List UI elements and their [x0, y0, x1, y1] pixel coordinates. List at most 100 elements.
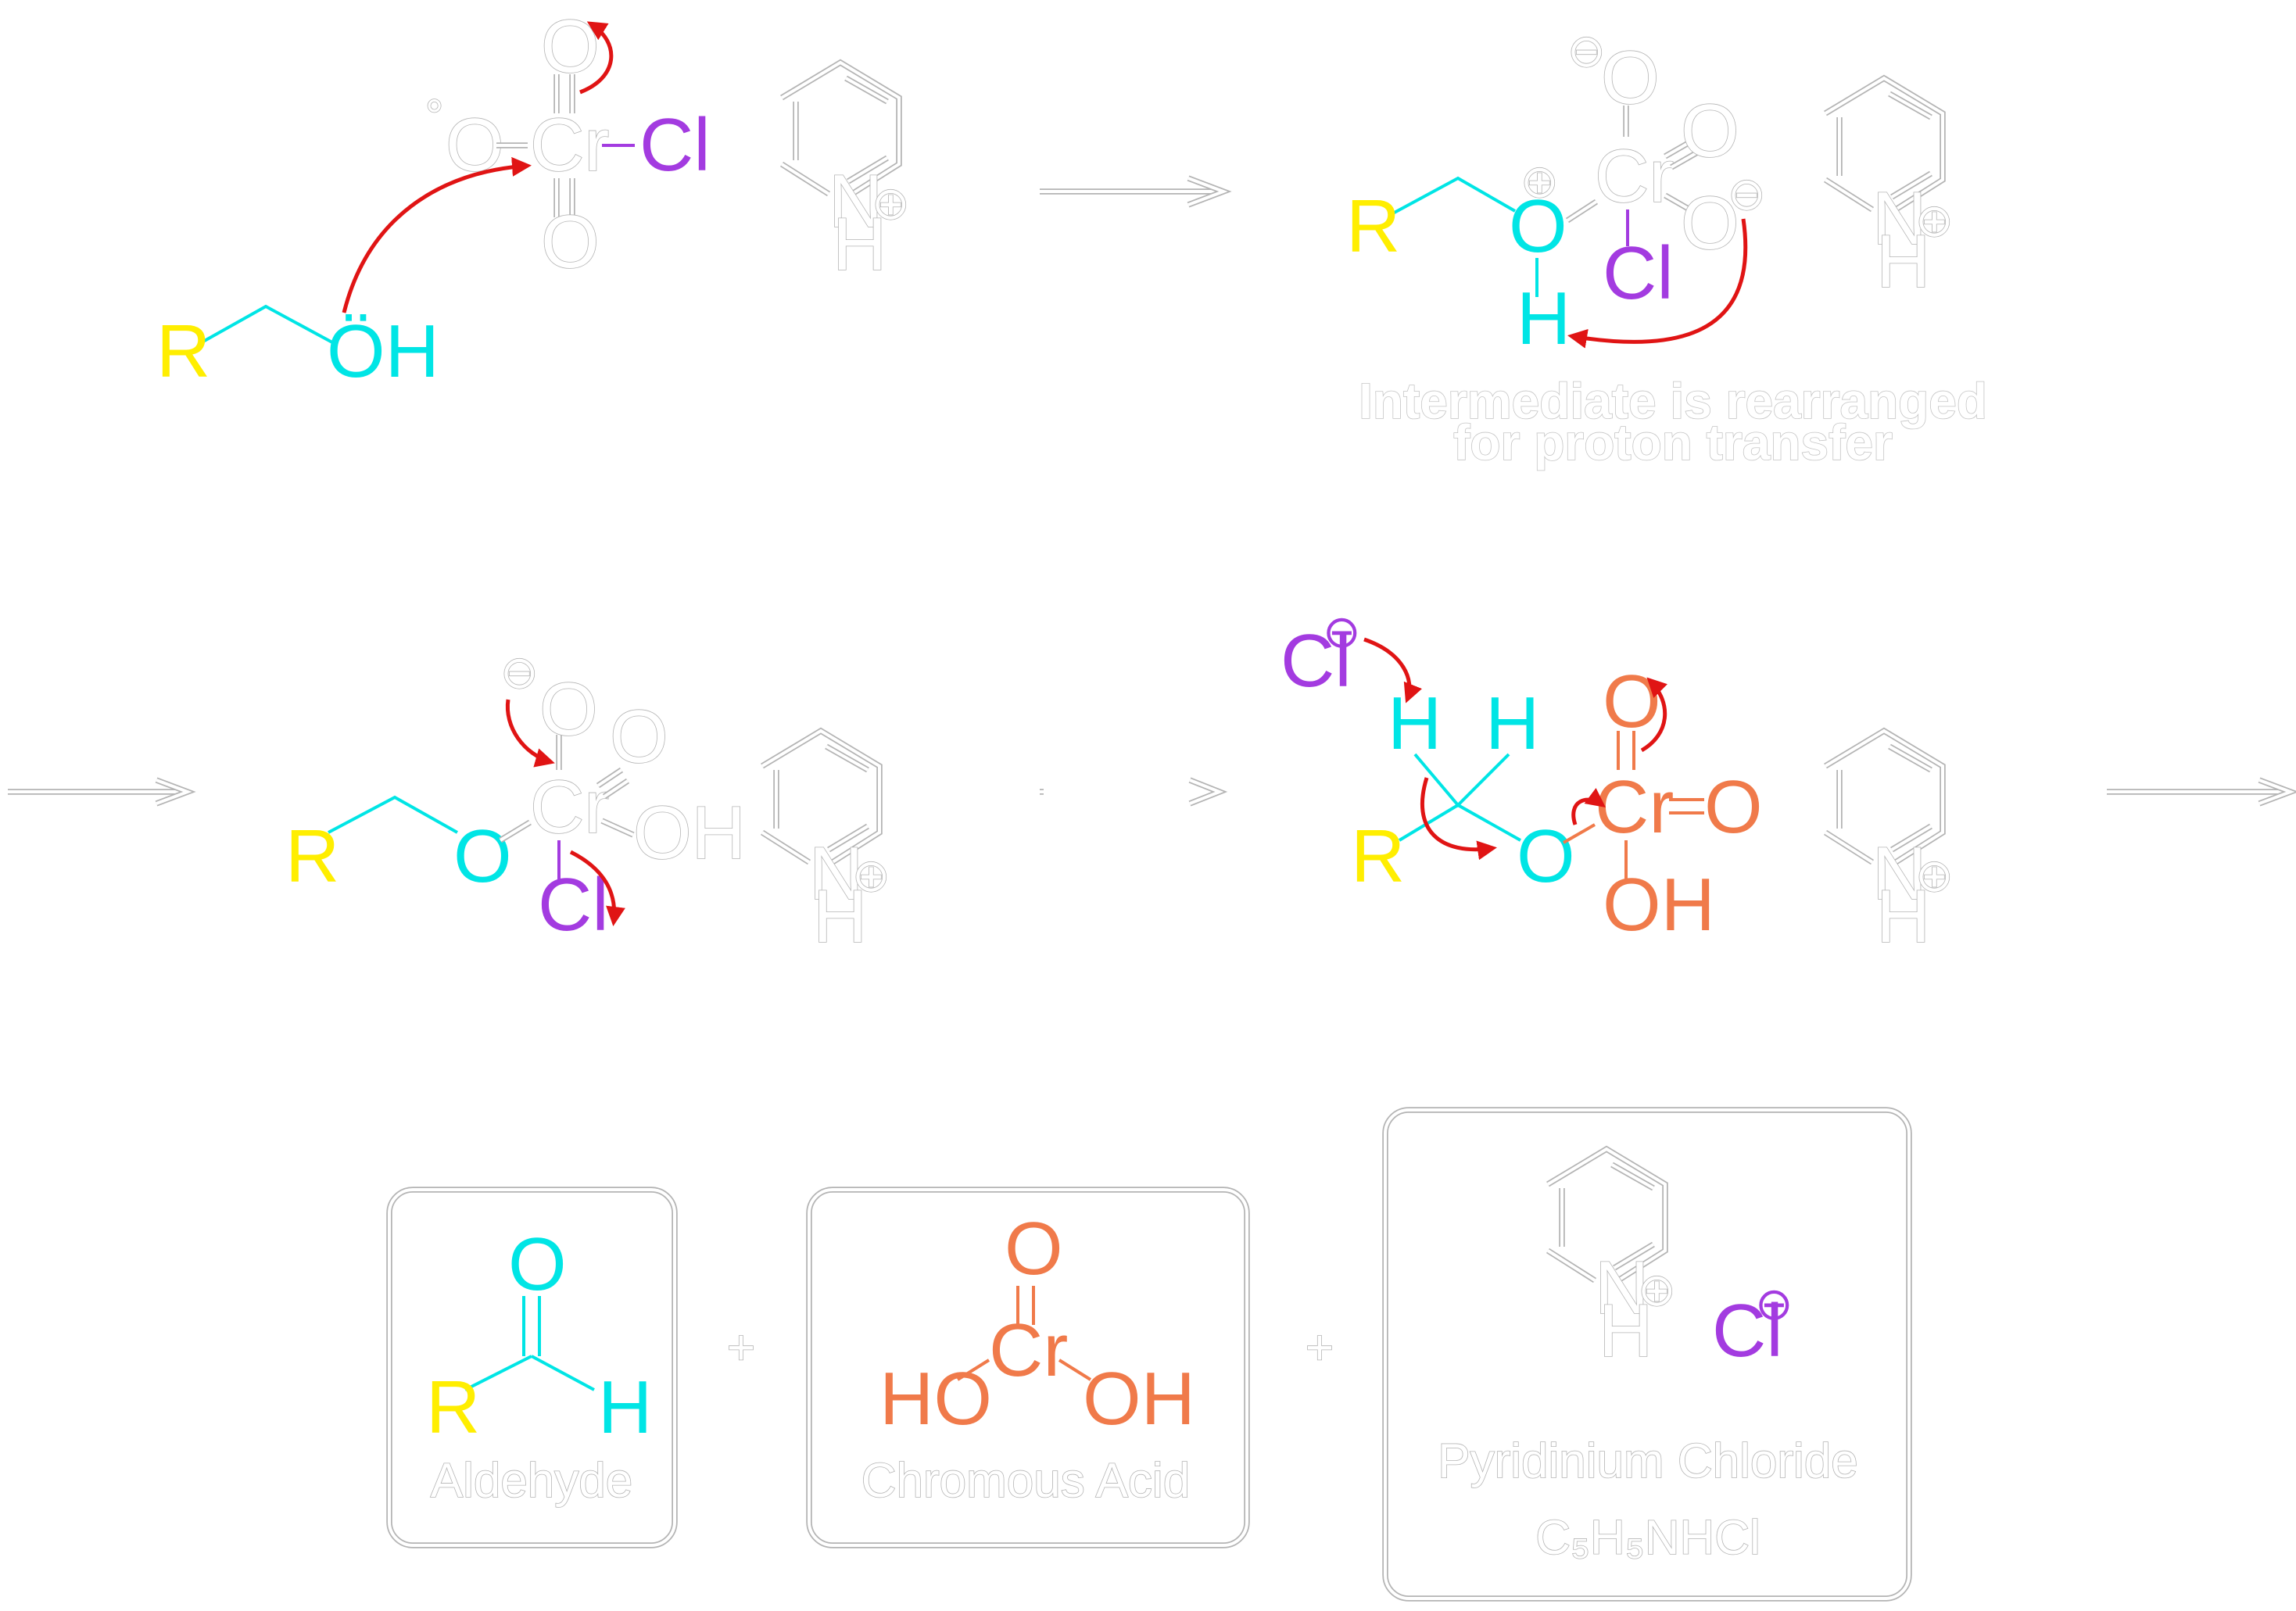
aldehyde-oxygen: O: [508, 1223, 567, 1306]
arrow-to-oxygen: [579, 21, 614, 95]
product-pyridinium-chloride: N ⊕ H Cl ⊖ Pyridinium Chloride C₅H₅NHCl: [1382, 1107, 1912, 1602]
step4-elimination: Cl ⊖ H H R O Cr O O OH N ⊕ H: [1281, 607, 1954, 959]
oxygen-top-3: O: [539, 668, 598, 751]
pyridinium-chloride-formula: C₅H₅NHCl: [1535, 1511, 1761, 1565]
alpha-h-1: H: [1388, 682, 1442, 765]
pyridinium-h-3: H: [813, 875, 867, 958]
product-h: H: [1599, 1289, 1653, 1373]
arrow-4: [2107, 777, 2296, 807]
arrow-attack-cr: [342, 156, 532, 313]
oxonium-h: H: [1517, 277, 1571, 360]
pyridinium-h-4: H: [1876, 875, 1930, 958]
chlorine-2: Cl: [1603, 231, 1674, 315]
caption-line-1: Intermediate is rearranged: [1359, 373, 1987, 429]
chlorine-3: Cl: [538, 863, 609, 947]
arrow-3: [1040, 777, 1228, 807]
cr-o-bonds-2: [1624, 106, 1700, 213]
chromium-3: Cr: [530, 765, 609, 849]
pyridinium-charge-4: ⊕: [1915, 850, 1954, 901]
acid-ho: HO: [879, 1357, 992, 1441]
step1-reactants: R ÖH ° O Cr Cl O O N ⊕ H: [156, 4, 910, 393]
radical-dot: °: [425, 91, 443, 141]
oxygen-left: O: [446, 103, 504, 187]
product-chloride-charge: ⊖: [1755, 1279, 1793, 1330]
aldehyde-label: Aldehyde: [431, 1454, 633, 1508]
oxygen-top-2: O: [1601, 36, 1660, 120]
aldehyde-h: H: [598, 1366, 652, 1449]
chloride-ion: Cl: [1281, 619, 1352, 703]
oxygen-lower-2: O: [1681, 181, 1739, 265]
pyridinium-n-1: N: [829, 159, 883, 243]
o-cr-bond-2: [1566, 200, 1598, 222]
hydroxyl-3: OH: [633, 791, 746, 875]
acid-chromium: Cr: [989, 1308, 1068, 1392]
oxygen-lower-charge: ⊖: [1728, 169, 1766, 220]
oxygen-top: O: [541, 5, 600, 88]
step3-chromate-ester: R O Cr Cl O ⊖ O OH N ⊕ H: [285, 646, 890, 959]
pyridinium-n-2: N: [1872, 177, 1926, 260]
chloride-charge: ⊖: [1323, 607, 1361, 657]
pyridinium-chloride-label: Pyridinium Chloride: [1438, 1434, 1858, 1488]
ester-oxygen-4: O: [1517, 814, 1575, 898]
r-group: R: [156, 310, 210, 393]
plus-sign-2: +: [1306, 1321, 1334, 1375]
o-cr-bond-3: [499, 821, 532, 842]
oxonium-oxygen: O: [1509, 184, 1567, 268]
oxygen-right-2: O: [1681, 89, 1739, 173]
r-group-4: R: [1351, 814, 1405, 898]
arrow-1: [1040, 175, 1232, 208]
o-cr-bond-4: [1563, 823, 1596, 844]
hydroxyl-4: OH: [1603, 863, 1715, 947]
pyridinium-charge-2: ⊕: [1915, 195, 1954, 246]
chromium-4: Cr: [1595, 765, 1674, 849]
oxygen-right-3: O: [610, 695, 668, 779]
chromium: Cr: [530, 103, 609, 187]
acid-oxygen: O: [1005, 1207, 1063, 1291]
product-n: N: [1595, 1246, 1649, 1330]
chlorine: Cl: [639, 103, 711, 187]
ester-chain: [328, 795, 458, 834]
arrow-ch-to-co: [1420, 777, 1497, 861]
aldehyde-r: R: [426, 1366, 480, 1449]
alpha-h-2: H: [1485, 682, 1539, 765]
product-chromous-acid: O Cr HO OH Chromous Acid: [806, 1187, 1250, 1548]
cr-o-double-bonds: [555, 74, 574, 217]
oxygen-top-charge: ⊖: [1567, 26, 1606, 77]
product-n-charge: ⊕: [1638, 1265, 1676, 1316]
arrow-2: [8, 777, 196, 807]
chromium-2: Cr: [1595, 134, 1674, 218]
carbon-chain-4: [1398, 803, 1521, 842]
plus-sign-1: +: [727, 1321, 755, 1375]
arrow-o-to-cr: [505, 699, 555, 768]
oxygen-top-charge-3: ⊖: [500, 647, 539, 698]
oxygen-right-4: O: [1704, 765, 1763, 849]
pyridinium-charge-3: ⊕: [852, 850, 890, 901]
cr-bonds-3: [557, 735, 634, 836]
pyridinium-charge-1: ⊕: [872, 178, 910, 229]
product-aldehyde: O R H Aldehyde: [386, 1187, 678, 1548]
caption-line-2: for proton transfer: [1453, 414, 1893, 471]
alcohol-bond: [201, 304, 333, 344]
arrow-o-to-cr-4: [1571, 788, 1606, 825]
intermediate-chain: [1389, 176, 1516, 217]
chromous-acid-label: Chromous Acid: [861, 1454, 1190, 1508]
arrow-proton-transfer: [1567, 218, 1748, 349]
acid-oh: OH: [1083, 1357, 1195, 1441]
step2-intermediate: R O ⊕ H Cr Cl O ⊖ O O ⊖ N ⊕ H Intermedia…: [1346, 25, 1988, 471]
oxygen-bottom: O: [541, 200, 600, 284]
oxygen-top-4: O: [1603, 660, 1661, 743]
arrow-to-oxygen-4: [1640, 677, 1667, 753]
pyridinium-n-4: N: [1872, 832, 1926, 915]
product-chloride: Cl: [1712, 1289, 1783, 1373]
oxonium-charge: ⊕: [1521, 156, 1559, 207]
arrow-cl-to-h: [1363, 637, 1423, 703]
pyridinium-h-1: H: [833, 202, 887, 286]
hydroxyl: ÖH: [327, 310, 439, 393]
pyridinium-h-2: H: [1876, 220, 1930, 303]
r-group-3: R: [285, 814, 339, 898]
arrow-cl-leaves: [569, 850, 625, 926]
pyridinium-n-3: N: [809, 832, 863, 915]
r-group-2: R: [1346, 184, 1400, 268]
ester-oxygen: O: [453, 814, 512, 898]
